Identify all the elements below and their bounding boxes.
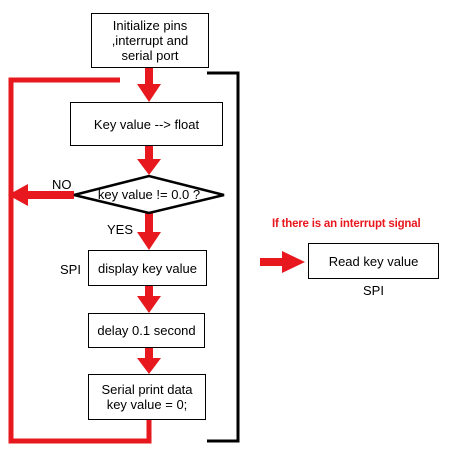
decision-diamond [73, 174, 225, 215]
print-box: Serial print data key value = 0; [88, 374, 206, 420]
display-box: display key value [88, 250, 207, 286]
arrow-shaft-interrupt [260, 258, 282, 266]
arrowhead-convert [137, 84, 161, 102]
arrowhead-delay [137, 296, 161, 313]
arrow-shaft-display-delay [145, 286, 153, 296]
arrow-shaft-yes [145, 212, 153, 232]
no-label: NO [52, 177, 72, 192]
interrupt-condition: If there is an interrupt signal [272, 218, 421, 230]
read-key-box: Read key value [308, 243, 439, 279]
arrow-shaft-delay-print [145, 348, 153, 358]
arrow-shaft-init-convert [145, 68, 153, 84]
init-text: Initialize pins ,interrupt and serial po… [111, 18, 189, 63]
arrowhead-interrupt [282, 251, 305, 273]
arrow-shaft-no [28, 191, 74, 199]
loop-bracket [207, 71, 240, 443]
init-box: Initialize pins ,interrupt and serial po… [91, 13, 209, 68]
yes-label: YES [107, 222, 134, 237]
delay-text: delay 0.1 second [97, 323, 196, 338]
arrowhead-no [8, 184, 28, 206]
convert-text: Key value --> float [93, 116, 200, 132]
spi-left-label: SPI [60, 262, 81, 277]
loop-back-line [8, 77, 152, 444]
arrow-shaft-convert-decision [145, 146, 153, 159]
print-text: Serial print data key value = 0; [101, 382, 193, 412]
read-key-text: Read key value [328, 253, 419, 269]
convert-box: Key value --> float [70, 102, 223, 146]
arrowhead-decision [137, 159, 161, 175]
arrowhead-display [137, 232, 161, 250]
decision-text: key value != 0.0 ? [97, 187, 201, 202]
display-text: display key value [98, 260, 197, 276]
spi-right-label: SPI [363, 283, 384, 298]
delay-box: delay 0.1 second [88, 313, 205, 348]
arrowhead-print [137, 358, 161, 374]
